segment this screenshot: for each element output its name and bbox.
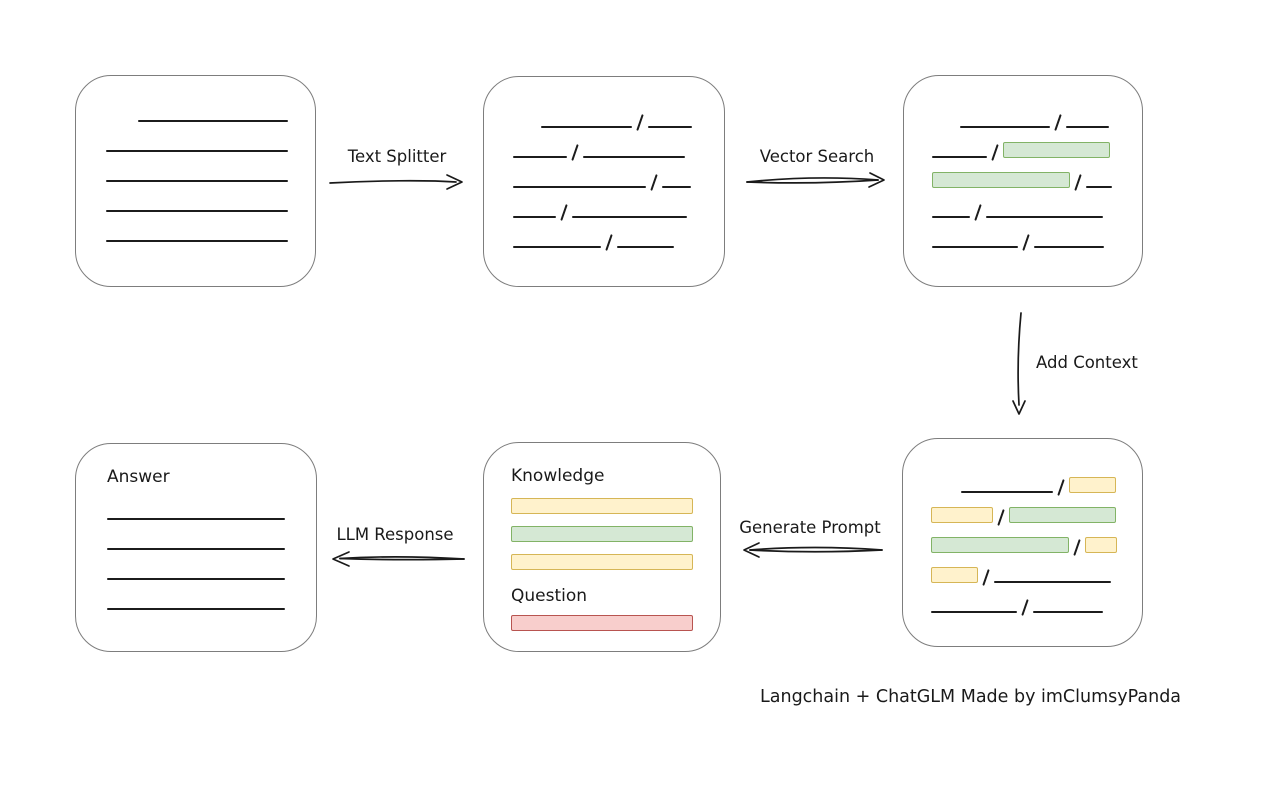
highlight-chunk-green (932, 172, 1070, 188)
highlight-chunk-green (931, 537, 1069, 553)
text-line (106, 240, 288, 242)
text-line (107, 518, 285, 520)
question-label: Question (511, 586, 588, 606)
answer-lines (107, 490, 316, 610)
text-line (961, 491, 1053, 493)
box-prompt: Knowledge Question (483, 442, 721, 652)
knowledge-bars (511, 498, 720, 570)
text-line (138, 120, 288, 122)
highlight-chunk-green (1009, 507, 1116, 523)
text-row (107, 520, 316, 550)
add-context-label: Add Context (1036, 353, 1138, 372)
text-line (583, 156, 685, 158)
indent-gap (106, 121, 138, 122)
text-row (932, 98, 1142, 131)
vector-search-arrow-icon (746, 172, 885, 188)
text-line (932, 246, 1018, 248)
text-splitter-arrow-icon (329, 174, 463, 190)
text-row (513, 98, 724, 131)
text-line (662, 186, 691, 188)
highlight-chunk-green (1003, 142, 1110, 158)
text-row (931, 583, 1142, 616)
text-row (107, 490, 316, 520)
text-row (932, 158, 1142, 191)
highlight-chunk-yellow (931, 567, 978, 583)
text-row (513, 128, 724, 161)
slash-separator (605, 234, 613, 251)
text-row (106, 152, 315, 182)
text-row (931, 493, 1142, 526)
text-line (106, 150, 288, 152)
answer-label: Answer (107, 467, 170, 487)
text-row (513, 158, 724, 191)
text-line (932, 156, 987, 158)
highlight-chunk-yellow (931, 507, 993, 523)
text-row (931, 463, 1142, 496)
text-line (572, 216, 687, 218)
text-splitter-label: Text Splitter (347, 147, 447, 166)
llm-response-label: LLM Response (336, 525, 454, 544)
text-line (107, 548, 285, 550)
yellow-bar (511, 554, 693, 570)
text-line (513, 156, 567, 158)
text-row (106, 212, 315, 242)
question-bars (511, 615, 720, 631)
text-line (931, 611, 1017, 613)
text-line (1066, 126, 1109, 128)
highlight-chunk-yellow (1069, 477, 1116, 493)
red-bar (511, 615, 693, 631)
text-row (107, 580, 316, 610)
box-vector-matched-chunks (903, 75, 1143, 287)
text-line (617, 246, 674, 248)
vector-search-label: Vector Search (759, 147, 875, 166)
text-line (513, 186, 646, 188)
text-row (106, 92, 315, 122)
text-row (932, 218, 1142, 251)
text-line (986, 216, 1103, 218)
text-line (932, 216, 970, 218)
text-line (513, 246, 601, 248)
text-row (931, 523, 1142, 556)
box-split-chunks (483, 76, 725, 287)
text-line (994, 581, 1111, 583)
text-row (513, 188, 724, 221)
box-context-chunks (902, 438, 1143, 647)
diagram-caption: Langchain + ChatGLM Made by imClumsyPand… (760, 687, 1182, 707)
text-row (932, 128, 1142, 161)
indent-gap (513, 127, 541, 128)
slash-separator (1021, 599, 1029, 616)
box-source-document (75, 75, 316, 287)
text-line (1034, 246, 1104, 248)
text-line (1086, 186, 1112, 188)
text-line (106, 180, 288, 182)
text-line (107, 608, 285, 610)
text-row (931, 553, 1142, 586)
text-line (107, 578, 285, 580)
text-line (541, 126, 632, 128)
text-row (106, 122, 315, 152)
text-line (648, 126, 692, 128)
indent-gap (932, 127, 960, 128)
add-context-arrow-icon (1012, 312, 1026, 415)
text-line (960, 126, 1050, 128)
highlight-chunk-yellow (1085, 537, 1117, 553)
text-line (513, 216, 556, 218)
text-row (513, 218, 724, 251)
text-row (932, 188, 1142, 221)
slash-separator (1022, 234, 1030, 251)
text-line (1033, 611, 1103, 613)
generate-prompt-arrow-icon (743, 542, 883, 558)
text-row (107, 550, 316, 580)
box-answer: Answer (75, 443, 317, 652)
indent-gap (931, 492, 961, 493)
text-row (106, 182, 315, 212)
green-bar (511, 526, 693, 542)
llm-response-arrow-icon (332, 551, 465, 567)
yellow-bar (511, 498, 693, 514)
knowledge-label: Knowledge (511, 466, 605, 486)
generate-prompt-label: Generate Prompt (739, 518, 881, 537)
text-line (106, 210, 288, 212)
